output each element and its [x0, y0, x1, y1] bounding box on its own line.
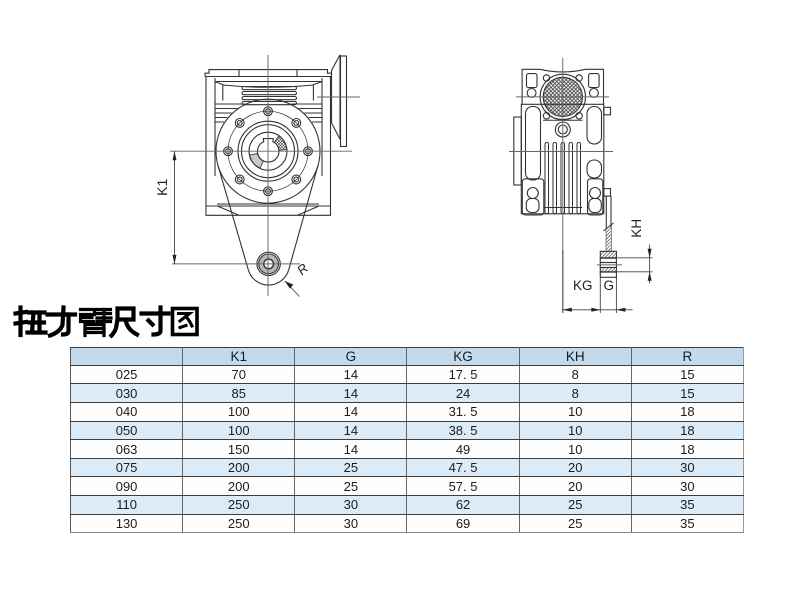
svg-text:K1: K1 [154, 179, 170, 196]
svg-text:KH: KH [629, 219, 644, 238]
svg-text:KG: KG [573, 278, 593, 293]
svg-text:R: R [294, 260, 311, 277]
svg-text:G: G [604, 278, 615, 293]
